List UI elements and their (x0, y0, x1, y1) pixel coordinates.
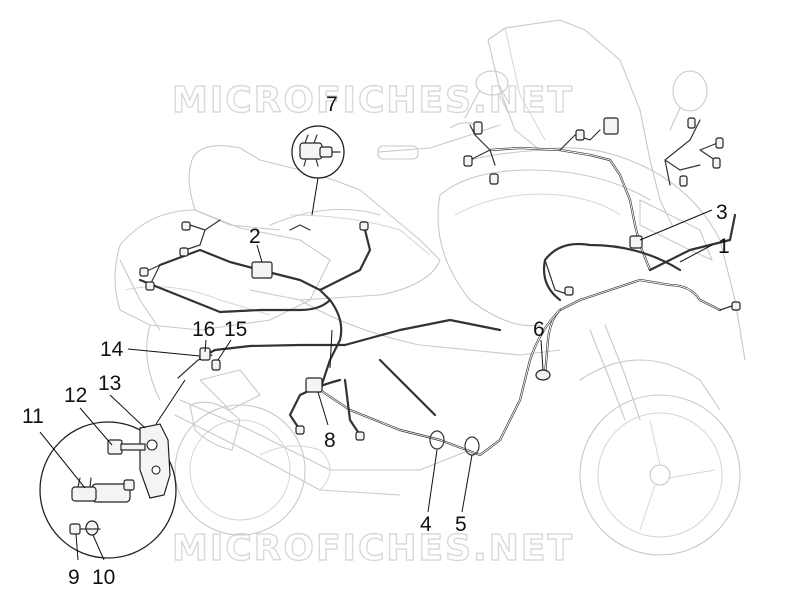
callout-6: 6 (533, 318, 545, 341)
callout-11: 11 (22, 405, 44, 428)
callout-15: 15 (224, 318, 247, 341)
bracket-8 (305, 377, 323, 393)
callout-14: 14 (100, 338, 124, 361)
callout-2: 2 (249, 225, 261, 248)
relay-2 (251, 261, 273, 279)
detail-inset-part-7 (291, 125, 345, 216)
callout-13: 13 (98, 372, 121, 395)
connectors (139, 117, 741, 456)
callout-8: 8 (324, 429, 336, 452)
watermark-bottom: MICROFICHES.NET (172, 528, 574, 569)
clip-6 (535, 369, 551, 381)
callout-12: 12 (64, 384, 87, 407)
callout-5: 5 (455, 513, 467, 536)
callout-9: 9 (68, 566, 80, 589)
watermark-top: MICROFICHES.NET (172, 80, 574, 121)
callout-7: 7 (326, 93, 338, 116)
detail-inset-sensor (39, 379, 186, 559)
scooter-outline (114, 19, 746, 556)
callout-10: 10 (92, 566, 115, 589)
leader-lines (39, 209, 713, 561)
callout-labels: 1 2 3 4 5 6 7 8 9 10 11 12 13 14 15 16 (22, 93, 730, 589)
main-wiring-harness (138, 119, 737, 457)
callout-1: 1 (718, 235, 730, 258)
cable-tie-4 (429, 430, 445, 450)
connector-block (603, 117, 619, 135)
clip-3 (629, 235, 643, 249)
callout-4: 4 (420, 513, 432, 536)
callout-3: 3 (716, 201, 728, 224)
callout-16: 16 (192, 318, 215, 341)
